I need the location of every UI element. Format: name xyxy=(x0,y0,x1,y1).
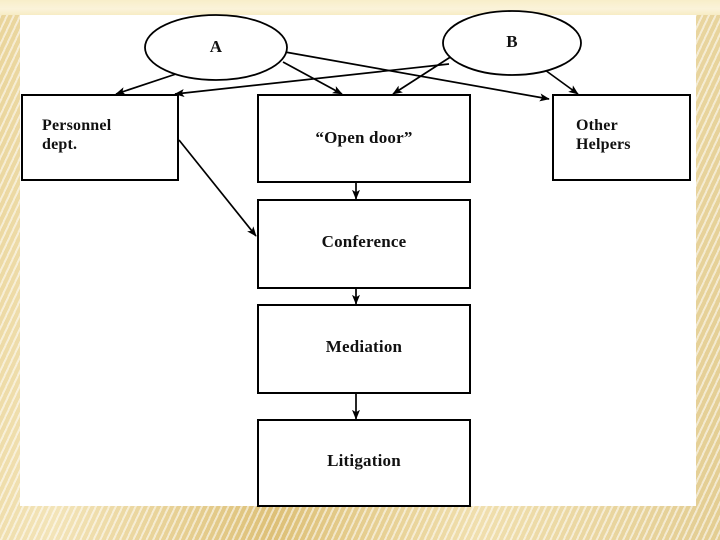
node-label-b: B xyxy=(506,32,518,51)
node-label-a: A xyxy=(209,37,223,56)
edge-a-to-open-door xyxy=(282,61,343,95)
node-label-litigation: Litigation xyxy=(327,451,401,470)
node-label-open-door: “Open door” xyxy=(315,128,413,147)
edge-b-to-open-door xyxy=(392,55,453,95)
node-box-litigation[interactable] xyxy=(257,419,471,507)
edge-personnel-to-conference xyxy=(178,139,257,237)
node-box-mediation[interactable] xyxy=(257,304,471,394)
node-ellipse-a[interactable] xyxy=(144,14,288,81)
edge-a-to-other-helpers xyxy=(284,51,550,102)
edge-b-to-other-helpers xyxy=(544,69,579,95)
decorative-border-top xyxy=(0,0,720,15)
node-label-conference: Conference xyxy=(321,232,407,251)
node-box-open-door[interactable] xyxy=(257,94,471,183)
node-ellipse-b[interactable] xyxy=(442,10,582,76)
node-label-mediation: Mediation xyxy=(325,337,403,356)
node-box-conference[interactable] xyxy=(257,199,471,289)
node-box-other-helpers[interactable] xyxy=(552,94,691,181)
node-label-other-helpers: Other Helpers xyxy=(576,117,631,153)
node-box-personnel-dept[interactable] xyxy=(21,94,179,181)
edge-a-to-personnel xyxy=(115,71,183,95)
edge-b-to-personnel xyxy=(174,63,450,97)
node-label-personnel-dept: Personnel dept. xyxy=(42,117,112,153)
